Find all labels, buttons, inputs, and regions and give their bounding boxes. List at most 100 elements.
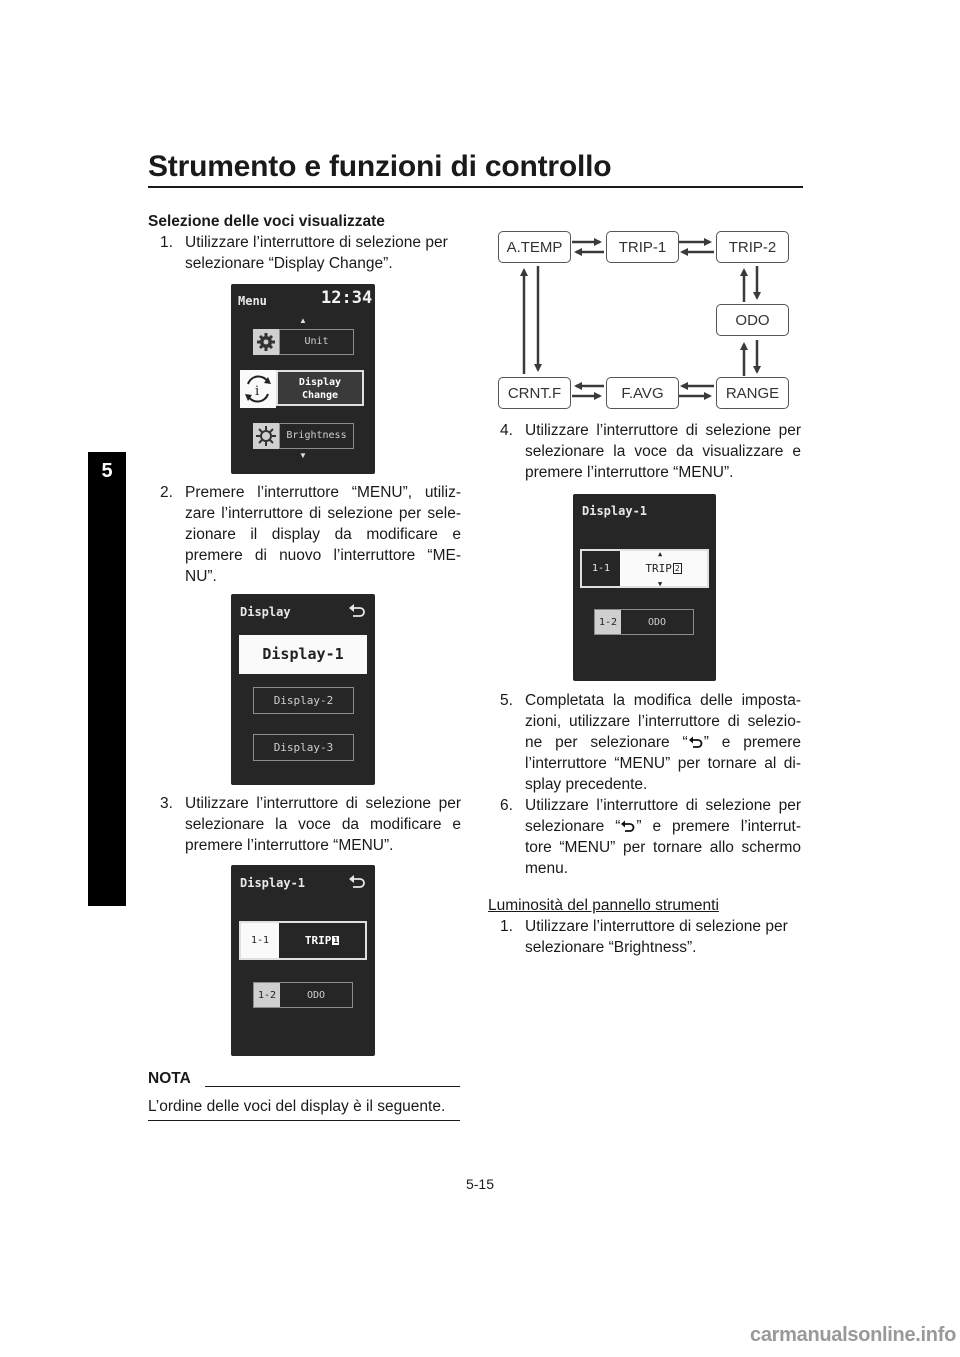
node-odo: ODO [716, 304, 789, 336]
value-up-arrow[interactable]: ▲ [658, 550, 663, 558]
step-text: ne per selezionare “ [525, 734, 688, 751]
brightness-icon-box [253, 423, 279, 449]
slot-value-text: TRIP [645, 562, 672, 575]
display-change-label-1: Display [298, 377, 342, 388]
screen-title: Display [240, 605, 291, 619]
back-icon[interactable] [347, 603, 367, 619]
display-change-label-2: Change [301, 390, 339, 401]
value-down-arrow[interactable]: ▼ [658, 580, 663, 588]
step-line: NU”. [185, 568, 217, 585]
watermark: carmanualsonline.info [750, 1324, 956, 1346]
node-a-temp: A.TEMP [498, 231, 571, 263]
display-3-button[interactable]: Display-3 [253, 734, 354, 761]
info-cycle-icon-box: i [240, 370, 276, 408]
step-number: 4. [500, 422, 513, 439]
step-line: selezionare la voce da visualizzare e [525, 443, 801, 460]
step-line: l’interruttore “MENU” per tornare al di- [525, 755, 801, 772]
info-cycle-icon: i [245, 375, 271, 403]
step-line: tore “MENU” per tornare allo schermo [525, 839, 801, 856]
slot-label: 1-1 [241, 923, 279, 958]
gear-icon-box [253, 329, 279, 355]
step-line: ne per selezionare “ ” e premere [525, 732, 801, 753]
step-text: selezionare “ [525, 818, 621, 835]
title-rule [148, 186, 803, 188]
back-icon [688, 736, 703, 748]
slot-1-2-row[interactable]: 1-2 ODO [594, 609, 694, 635]
slot-value-text: TRIP [304, 934, 332, 947]
nota-title: NOTA [148, 1070, 191, 1087]
display-change-button[interactable]: Display Change [276, 370, 364, 406]
node-trip-2: TRIP-2 [716, 231, 789, 263]
step-line: menu. [525, 860, 569, 877]
clock: 12:34 [321, 288, 373, 308]
unit-button[interactable]: Unit [279, 329, 354, 355]
step-line: premere l’interruttore “MENU”. [185, 837, 394, 854]
node-trip-1: TRIP-1 [606, 231, 679, 263]
slot-label: 1-1 [582, 551, 620, 586]
step-line: Utilizzare l’interruttore di selezione p… [185, 795, 461, 812]
step-number: 1. [160, 234, 173, 251]
step-line: Utilizzare l’interruttore di selezione p… [185, 234, 448, 251]
screen-title: Display-1 [582, 504, 648, 518]
chapter-number: 5 [101, 460, 113, 482]
step-number: 2. [160, 484, 173, 501]
slot-label: 1-2 [254, 983, 280, 1007]
slot-value: ODO [647, 616, 667, 628]
step-line: zionare il display da modificare e [185, 526, 461, 543]
trip-badge: 2 [672, 563, 682, 574]
brightness-icon [256, 426, 276, 446]
step-line: premere di nuovo l’interruttore “ME- [185, 547, 461, 564]
display-1-button[interactable]: Display-1 [239, 635, 367, 674]
scroll-up-arrow: ▲ [299, 316, 307, 325]
step-line: zioni, utilizzare l’interruttore di sele… [525, 713, 801, 730]
step-line: selezionare “Brightness”. [525, 939, 697, 956]
step-line: Premere l’interruttore “MENU”, utiliz- [185, 484, 461, 501]
step-number: 6. [500, 797, 513, 814]
screen-title: Menu [238, 294, 267, 308]
step-line: Utilizzare l’interruttore di selezione p… [525, 422, 801, 439]
screen-title: Display-1 [240, 876, 306, 890]
brightness-button[interactable]: Brightness [279, 423, 354, 449]
nota-rule [205, 1086, 460, 1087]
nota-rule [148, 1120, 460, 1121]
step-text: ” e premere l’interrut- [636, 818, 801, 835]
slot-value: ODO [306, 989, 326, 1001]
display-order-arrows [520, 238, 761, 400]
step-number: 5. [500, 692, 513, 709]
back-icon [621, 820, 635, 832]
slot-label: 1-2 [595, 610, 621, 634]
step-line: Completata la modifica delle imposta- [525, 692, 801, 709]
step-line: Utilizzare l’interruttore di selezione p… [525, 918, 788, 935]
step-number: 1. [500, 918, 513, 935]
scroll-down-arrow: ▼ [299, 451, 307, 460]
svg-text:i: i [255, 384, 259, 399]
node-crnt-f: CRNT.F [498, 377, 571, 409]
display-screen: Display Display-1 Display-2 Display-3 [231, 594, 375, 785]
node-range: RANGE [716, 377, 789, 409]
slot-1-2-row[interactable]: 1-2 ODO [253, 982, 353, 1008]
step-line: Utilizzare l’interruttore di selezione p… [525, 797, 801, 814]
page-number: 5-15 [465, 1176, 495, 1192]
trip-badge: 1 [332, 936, 340, 945]
step-number: 3. [160, 795, 173, 812]
step-line: selezionare la voce da modificare e [185, 816, 461, 833]
chapter-tab: 5 [88, 452, 126, 906]
sub-heading: Luminosità del pannello strumenti [488, 897, 719, 914]
menu-screen: Menu 12:34 ▲ Unit i Display Change Brigh… [231, 284, 375, 474]
step-line: selezionare “ ” e premere l’interrut- [525, 816, 801, 837]
step-line: selezionare “Display Change”. [185, 255, 393, 272]
step-text: ” e premere [703, 734, 801, 751]
nota-text: L’ordine delle voci del display è il seg… [148, 1098, 446, 1115]
section-heading: Selezione delle voci visualizzate [148, 213, 385, 230]
back-icon[interactable] [347, 874, 367, 890]
step-line: premere l’interruttore “MENU”. [525, 464, 734, 481]
page-title: Strumento e funzioni di controllo [148, 150, 612, 183]
step-line: zare l’interruttore di selezione per sel… [185, 505, 461, 522]
display-2-button[interactable]: Display-2 [253, 687, 354, 714]
